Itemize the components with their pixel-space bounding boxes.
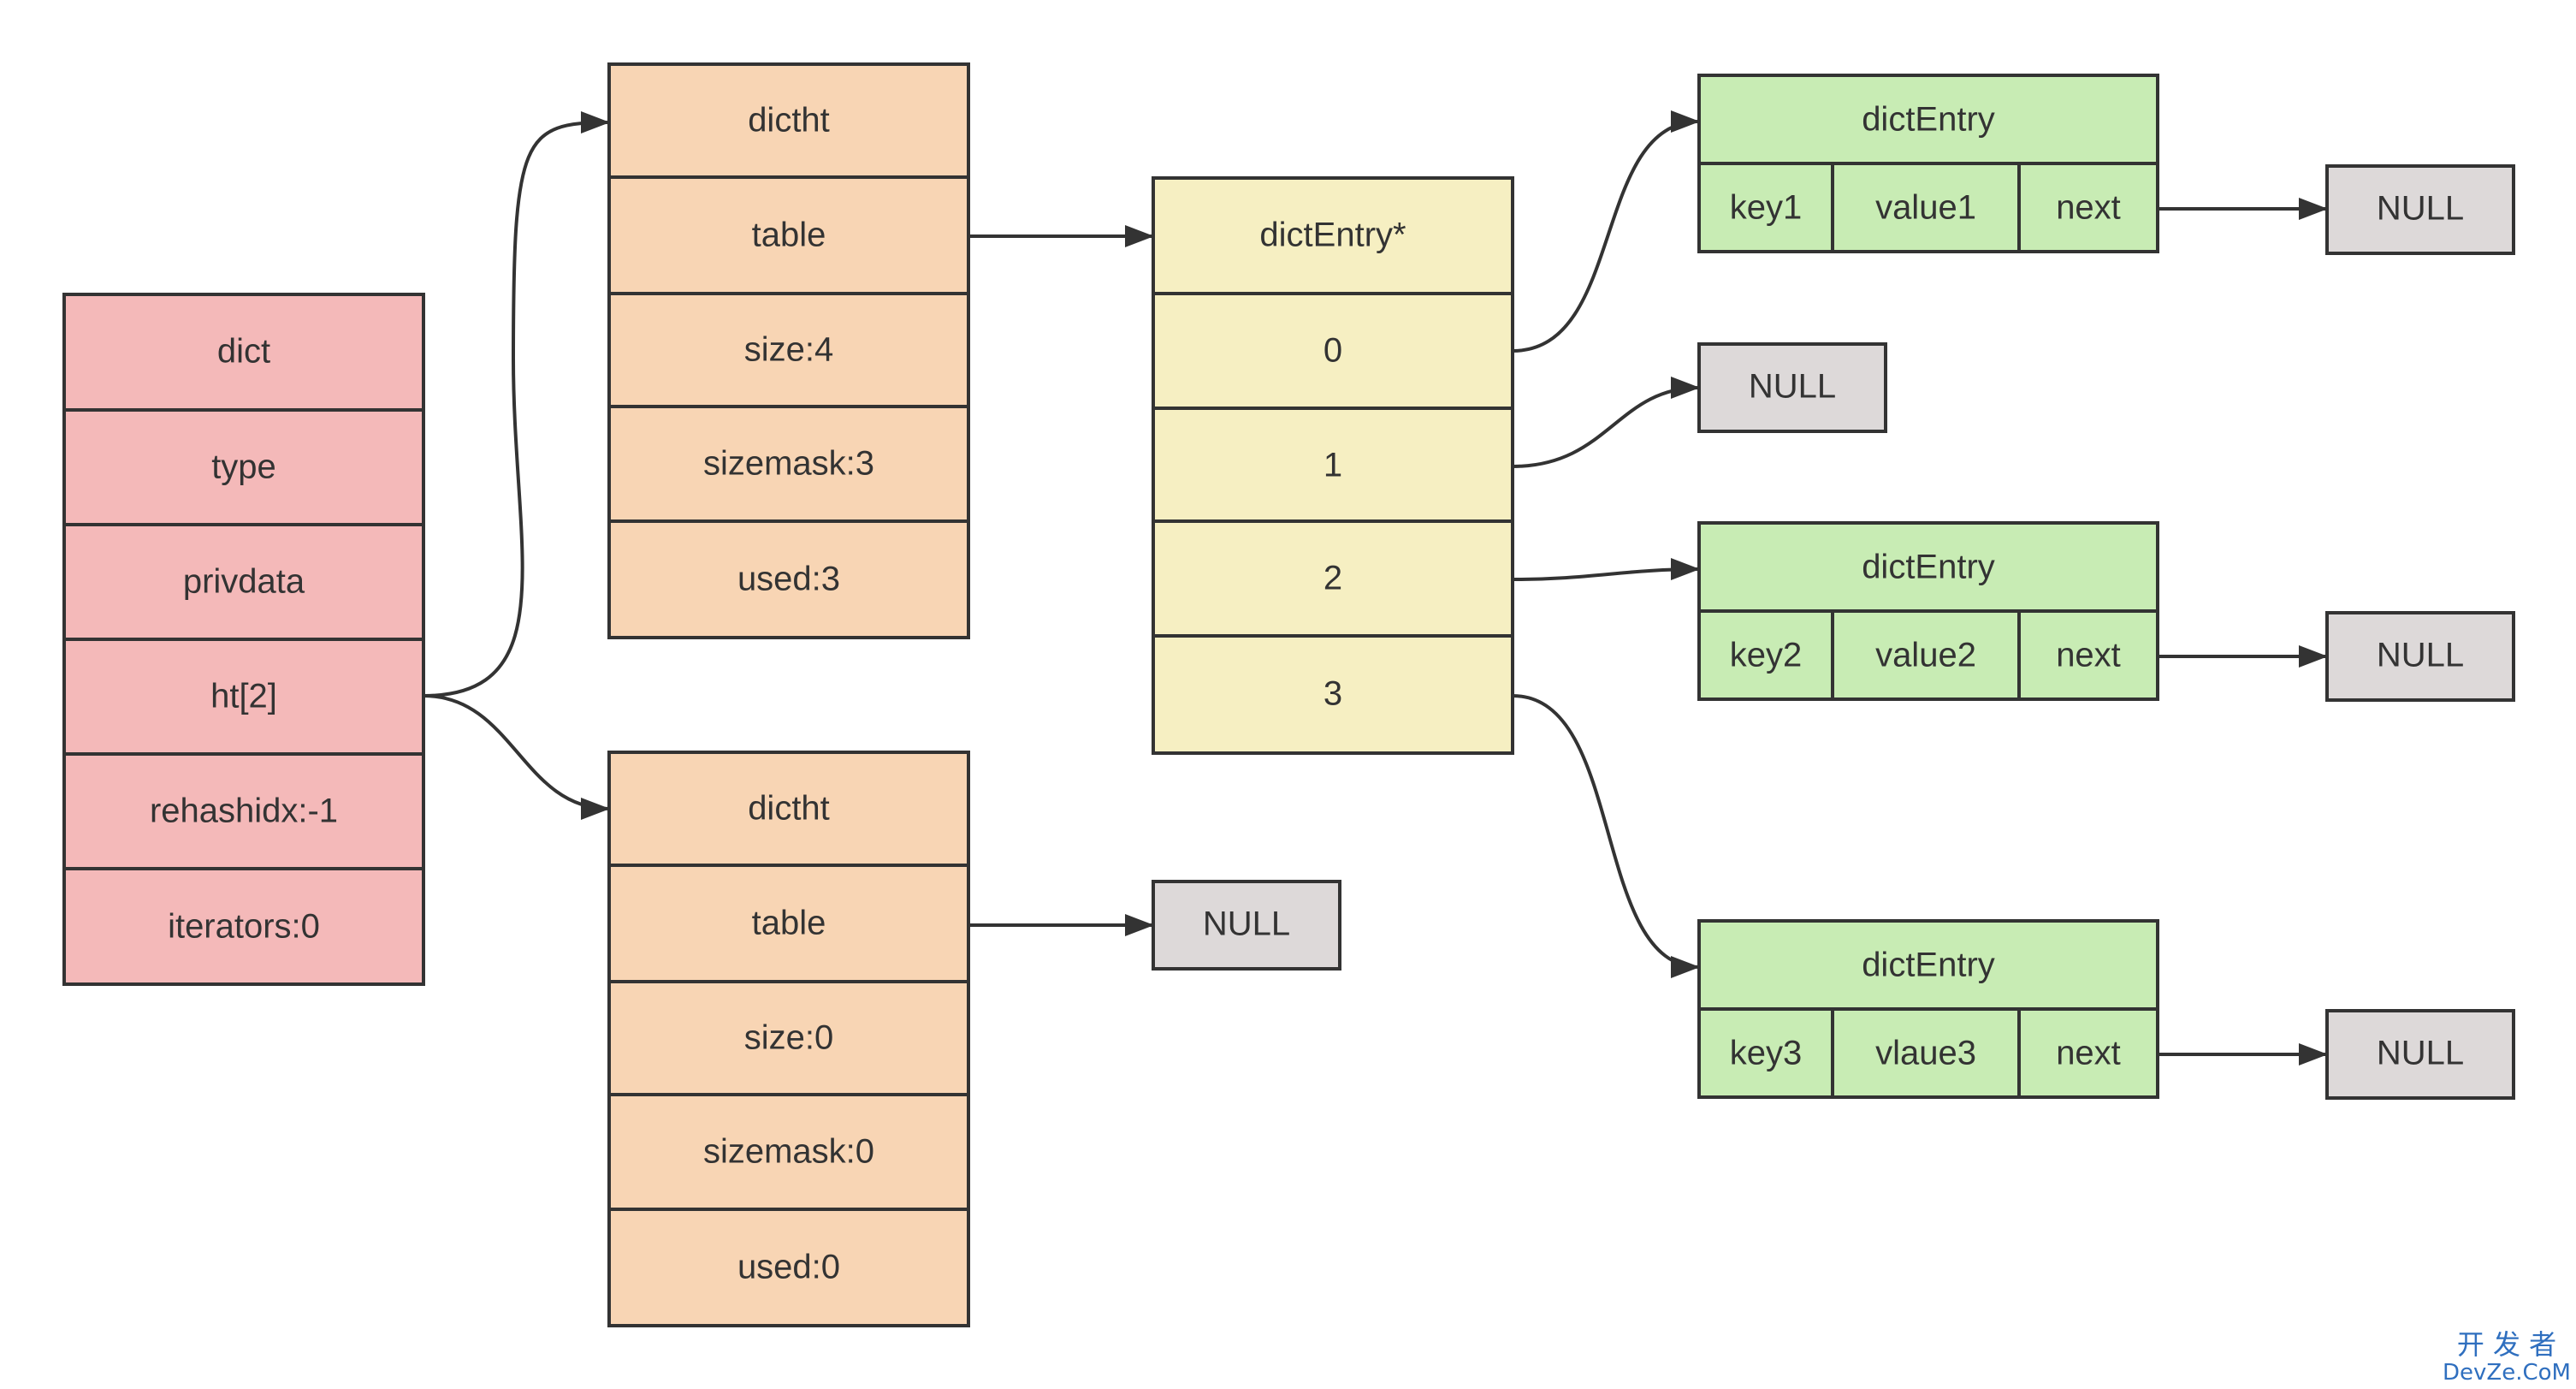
null-node-entry-1-label: NULL [2377, 190, 2464, 228]
null-node-ht1-table-label: NULL [1203, 905, 1290, 943]
dictht-1-box [607, 751, 970, 1327]
slot-3: 3 [1324, 675, 1342, 713]
null-node-entry-1: NULL [2325, 164, 2515, 255]
arrow-ht-to-dictht-1 [423, 694, 610, 820]
dict-entry-2-next: next [2056, 637, 2121, 674]
dictht-0-size: size:4 [744, 331, 834, 369]
dictht-0-box [607, 62, 970, 639]
dict-entry-3: dictEntry key3 vlaue3 next [1697, 919, 2159, 1099]
connectors [423, 110, 2328, 1065]
null-node-entry-2: NULL [2325, 611, 2515, 702]
dict-entry-1-key: key1 [1730, 189, 1803, 227]
dict-title: dict [217, 333, 270, 371]
slot-1: 1 [1324, 447, 1342, 484]
watermark: 开 发 者 DevZe.CoM [2443, 1328, 2571, 1386]
null-node-entry-3-label: NULL [2377, 1035, 2464, 1072]
dict-entry-1-value: value1 [1875, 189, 1976, 227]
dict-field-iterators: iterators:0 [168, 908, 320, 946]
null-node-entry-2-label: NULL [2377, 637, 2464, 674]
null-node-slot-1-label: NULL [1749, 368, 1836, 406]
dictht-0-title: dictht [748, 102, 830, 139]
dict-entry-array-title: dictEntry* [1259, 217, 1406, 254]
null-node-entry-2-box [2325, 611, 2515, 702]
dictht-0-used: used:3 [737, 561, 840, 598]
dictht-1-used: used:0 [737, 1249, 840, 1286]
dict-entry-2: dictEntry key2 value2 next [1697, 521, 2159, 701]
dictht-0-sizemask: sizemask:3 [703, 445, 874, 483]
dict-entry-2-key: key2 [1730, 637, 1803, 674]
slot-0: 0 [1324, 332, 1342, 370]
arrow-ht-to-dictht-0 [423, 111, 610, 697]
arrow-slot-3-to-entry-3 [1512, 694, 1700, 978]
dictht-1-sizemask: sizemask:0 [703, 1133, 874, 1171]
null-node-slot-1: NULL [1697, 342, 1887, 433]
dict-field-ht: ht[2] [210, 678, 277, 715]
watermark-cn: 开 发 者 [2457, 1328, 2556, 1361]
dict-entry-array: dictEntry* 0 1 2 3 [1152, 176, 1514, 755]
dictht-1-table: table [752, 905, 826, 942]
dict-struct: dict type privdata ht[2] rehashidx:-1 it… [62, 293, 425, 986]
null-node-slot-1-box [1697, 342, 1887, 433]
dict-field-privdata: privdata [183, 563, 305, 601]
slot-2: 2 [1324, 560, 1342, 597]
null-node-entry-3: NULL [2325, 1009, 2515, 1100]
dict-entry-3-key: key3 [1730, 1035, 1803, 1072]
dict-entry-2-value: value2 [1875, 637, 1976, 674]
dict-field-type: type [211, 448, 276, 486]
arrow-slot-1-to-null [1512, 377, 1700, 468]
dictht-1-title: dictht [748, 790, 830, 828]
arrow-slot-0-to-entry-1 [1512, 110, 1700, 353]
dict-entry-1: dictEntry key1 value1 next [1697, 74, 2159, 253]
dict-entry-3-title: dictEntry [1862, 947, 1995, 984]
dictht-1-size: size:0 [744, 1019, 834, 1057]
arrow-slot-2-to-entry-2 [1512, 558, 1700, 581]
dictht-1: dictht table size:0 sizemask:0 used:0 [607, 751, 970, 1327]
dict-entry-1-title: dictEntry [1862, 101, 1995, 139]
dict-entry-array-box [1152, 176, 1514, 755]
dictht-0: dictht table size:4 sizemask:3 used:3 [607, 62, 970, 639]
watermark-en: DevZe.CoM [2443, 1360, 2571, 1386]
dictht-0-table: table [752, 217, 826, 254]
null-node-ht1-table: NULL [1152, 880, 1341, 971]
dict-field-rehashidx: rehashidx:-1 [150, 792, 338, 830]
dict-entry-2-title: dictEntry [1862, 549, 1995, 586]
dict-entry-3-next: next [2056, 1035, 2121, 1072]
dict-entry-1-next: next [2056, 189, 2121, 227]
dict-entry-3-value: vlaue3 [1875, 1035, 1976, 1072]
